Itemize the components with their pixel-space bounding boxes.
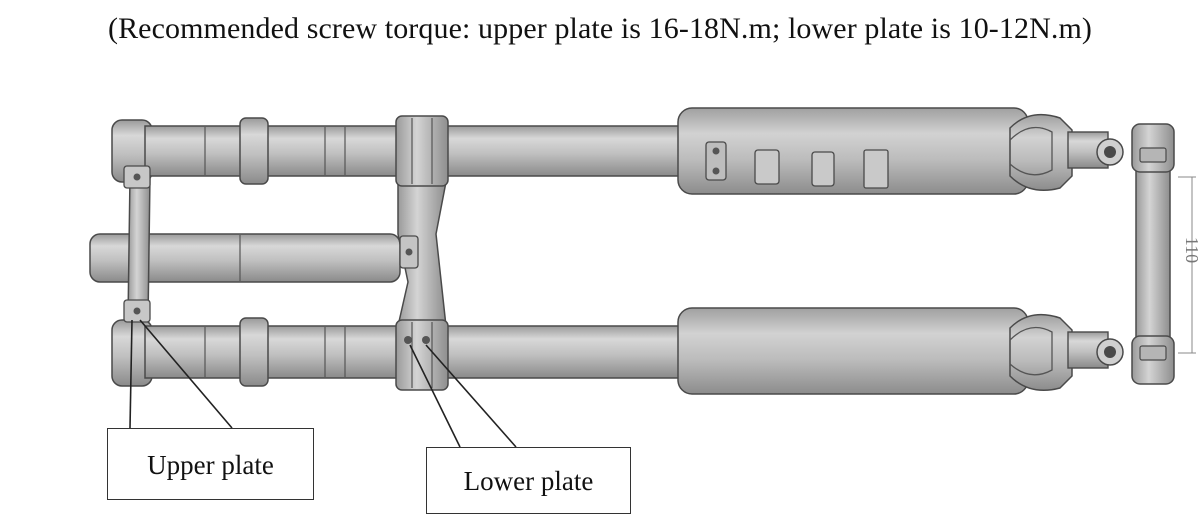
- upper-fork-leg: [111, 107, 1124, 195]
- upper-plate-leader: [129, 319, 233, 429]
- torque-caption: (Recommended screw torque: upper plate i…: [107, 12, 1092, 45]
- dimension-label: 110: [1182, 237, 1200, 263]
- upper-plate: [123, 165, 151, 323]
- lower-plate: [395, 115, 449, 391]
- dimension-110: 110: [1178, 176, 1200, 354]
- lower-plate-leader: [409, 344, 517, 448]
- lower-plate-label: Lower plate: [426, 447, 631, 514]
- lower-fork-leg: [111, 307, 1124, 395]
- upper-plate-label: Upper plate: [107, 428, 314, 500]
- front-axle: [1131, 123, 1175, 385]
